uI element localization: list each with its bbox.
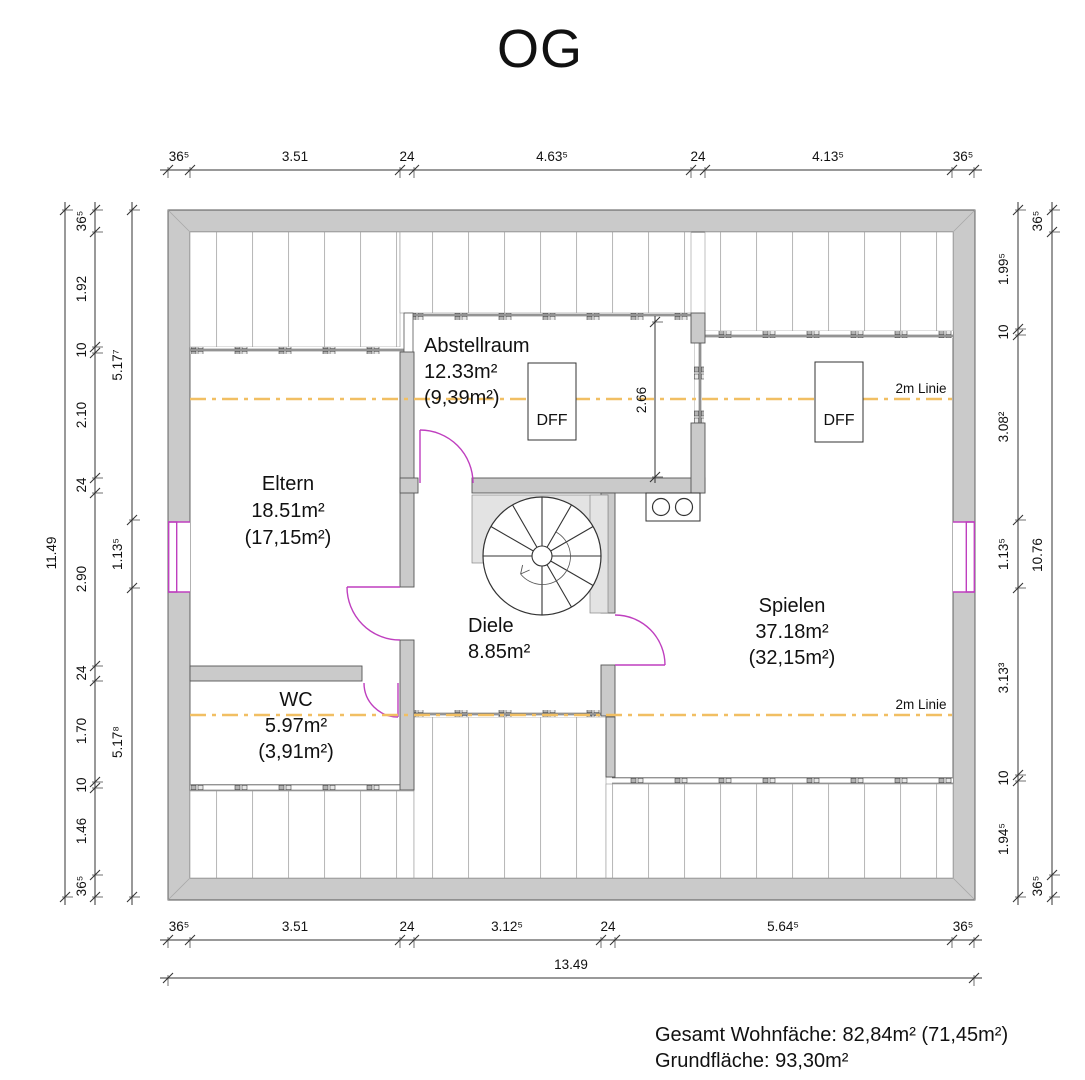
- roof-slope-hatch-areas: [189, 231, 954, 879]
- dim-label: 3.51: [282, 149, 308, 164]
- summary-living-area: Gesamt Wohnfäche: 82,84m² (71,45m²): [655, 1024, 1009, 1046]
- window-spielen: [953, 521, 975, 593]
- knee-wall-strips: [190, 312, 953, 791]
- dff-abstellraum: DFF: [527, 362, 577, 441]
- room-roofarea-wc: (3,91m²): [258, 741, 334, 763]
- room-area-abstellraum: 12.33m²: [424, 361, 498, 383]
- room-area-wc: 5.97m²: [265, 715, 328, 737]
- dim-label: 24: [74, 477, 89, 493]
- dim-label: 10: [996, 324, 1011, 339]
- dim-label: 36⁵: [1030, 211, 1045, 232]
- dim-label: 10: [74, 342, 89, 357]
- room-name-diele: Diele: [468, 615, 514, 637]
- dim-label: 36⁵: [74, 211, 89, 232]
- area-summary: Gesamt Wohnfäche: 82,84m² (71,45m²) Grun…: [655, 1022, 1008, 1074]
- dim-label-total-height: 11.49: [44, 537, 59, 570]
- dim-label: 24: [399, 149, 415, 164]
- dim-label: 2.90: [74, 566, 89, 592]
- room-area-diele: 8.85m²: [468, 641, 531, 663]
- dim-label: 36⁵: [169, 149, 190, 164]
- hatch-bottom-right: [605, 783, 954, 879]
- left-dimension-chains: 11.49 36⁵ 1.92 10 2.10 24 2.90 24 1.70 1…: [44, 202, 141, 905]
- hatch-top-right: [704, 231, 954, 332]
- dim-label: 36⁵: [1030, 876, 1045, 897]
- dim-label: 1.46: [74, 818, 89, 844]
- dim-label: 3.51: [282, 919, 308, 934]
- room-roofarea-eltern: (17,15m²): [245, 527, 332, 549]
- hatch-top-left: [189, 231, 401, 348]
- dff-spielen: DFF: [814, 361, 864, 443]
- dim-label: 1.99⁵: [996, 253, 1011, 285]
- dim-label: 36⁵: [74, 876, 89, 897]
- dim-label: 1.92: [74, 276, 89, 302]
- room-labels: Abstellraum 12.33m² (9,39m²) Eltern 18.5…: [245, 335, 836, 763]
- top-dimension-chain: 36⁵ 3.51 24 4.63⁵ 24 4.13⁵ 36⁵: [160, 149, 982, 179]
- dim-label: 10: [996, 770, 1011, 785]
- spiral-stair: [471, 494, 609, 616]
- dim-label: 10.76: [1030, 538, 1045, 572]
- door-eltern: [346, 586, 401, 641]
- dim-label: 5.17⁷: [110, 349, 125, 380]
- room-roofarea-spielen: (32,15m²): [749, 647, 836, 669]
- dim-label: 36⁵: [169, 919, 190, 934]
- dim-label: 4.63⁵: [536, 149, 568, 164]
- door-abstellraum: [419, 429, 474, 484]
- dim-label: 4.13⁵: [812, 149, 844, 164]
- dim-label: 1.70: [74, 718, 89, 744]
- hatch-bottom-left: [189, 790, 415, 879]
- stair-newel-post: [531, 545, 553, 567]
- room-roofarea-abstellraum: (9,39m²): [424, 387, 500, 409]
- door-spielen: [614, 614, 666, 666]
- dim-label: 3.13³: [996, 662, 1011, 693]
- summary-floor-area: Grundfläche: 93,30m²: [655, 1050, 849, 1072]
- chimney-block: [645, 492, 701, 522]
- dim-label: 1.94⁵: [996, 823, 1011, 855]
- room-name-wc: WC: [279, 689, 312, 711]
- dim-label: 2.66: [634, 387, 649, 413]
- abstellraum-internal-dimension: 2.66: [634, 316, 664, 483]
- room-name-eltern: Eltern: [262, 473, 314, 495]
- room-name-spielen: Spielen: [759, 595, 826, 617]
- dim-label: 36⁵: [953, 919, 974, 934]
- dff-label: DFF: [823, 412, 854, 429]
- room-area-spielen: 37.18m²: [755, 621, 829, 643]
- stair-direction-arrow: [520, 564, 530, 575]
- two-m-line-label-top: 2m Linie: [895, 381, 946, 396]
- hatch-top-center: [399, 231, 692, 314]
- dff-label: DFF: [536, 412, 567, 429]
- dim-label: 1.13⁵: [996, 538, 1011, 570]
- dim-label: 5.64⁵: [767, 919, 799, 934]
- dim-label: 3.08²: [996, 411, 1011, 442]
- dim-label: 1.13⁵: [110, 538, 125, 570]
- two-m-line-label-bottom: 2m Linie: [895, 697, 946, 712]
- door-wc: [363, 682, 399, 718]
- hatch-bottom-center: [413, 716, 607, 879]
- dim-label: 24: [74, 665, 89, 681]
- room-name-abstellraum: Abstellraum: [424, 335, 530, 357]
- room-area-eltern: 18.51m²: [251, 500, 325, 522]
- interior-walls: [189, 312, 706, 791]
- dim-label: 2.10: [74, 402, 89, 428]
- dim-label: 24: [690, 149, 706, 164]
- page-title: OG: [496, 19, 583, 79]
- right-dimension-chains: 1.99⁵ 10 3.08² 1.13⁵ 3.13³ 10 1.94⁵ 36⁵ …: [996, 202, 1061, 905]
- bottom-dimension-chain: 36⁵ 3.51 24 3.12⁵ 24 5.64⁵ 36⁵ 13.49: [160, 919, 982, 987]
- dim-label: 10: [74, 777, 89, 792]
- dim-label: 5.17⁸: [110, 726, 125, 758]
- dim-label: 24: [399, 919, 415, 934]
- two-meter-lines: 2m Linie 2m Linie: [190, 381, 953, 717]
- dim-label-total-width: 13.49: [554, 957, 588, 972]
- dim-label: 3.12⁵: [491, 919, 523, 934]
- dim-label: 36⁵: [953, 149, 974, 164]
- dim-label: 24: [600, 919, 616, 934]
- stair-walkline: [520, 531, 571, 585]
- window-eltern: [167, 521, 190, 593]
